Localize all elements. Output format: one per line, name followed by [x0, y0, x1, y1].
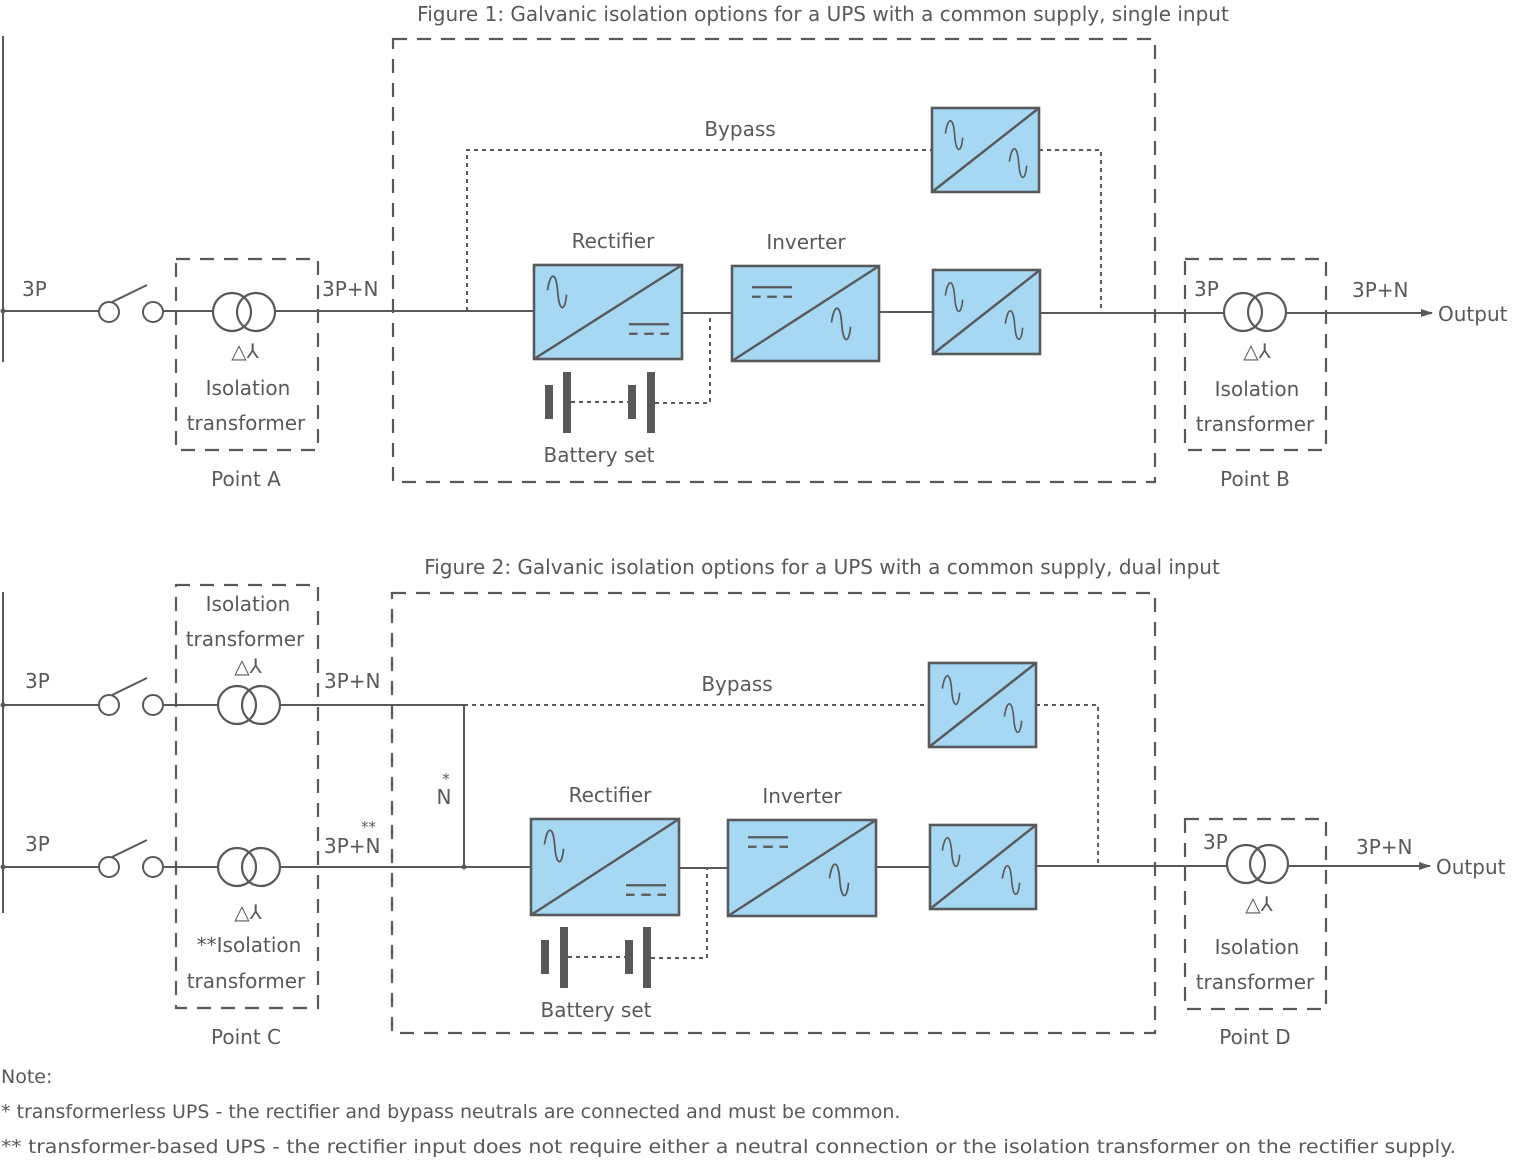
point-b-input-label: 3P [1194, 277, 1219, 301]
rectifier-label: Rectifier [572, 229, 656, 253]
battery-set-icon [545, 313, 711, 433]
point-c-bottom-label-line1: **Isolation [197, 933, 302, 957]
bottom-phase-label: 3P+N [324, 834, 381, 858]
rectifier-block [532, 263, 684, 361]
notes: Note: * transformerless UPS - the rectif… [1, 1066, 1456, 1158]
circuit-breaker-switch-bottom [98, 839, 164, 878]
three-phase-neutral-label: 3P+N [322, 277, 379, 301]
inverter-block [730, 264, 881, 363]
ups-enclosure-box [391, 37, 1157, 484]
figure-1: Figure 1: Galvanic isolation options for… [0, 2, 1508, 491]
delta-wye-symbol: △⅄ [234, 654, 262, 678]
point-b-caption: Point B [1220, 467, 1290, 491]
battery-set-icon [541, 868, 708, 988]
delta-wye-symbol: △⅄ [231, 339, 259, 363]
figure-2: Figure 2: Galvanic isolation options for… [0, 555, 1506, 1049]
point-b-label-line2: transformer [1196, 412, 1315, 436]
transformer-icon [1222, 291, 1288, 333]
output-label: Output [1436, 855, 1506, 879]
note-item: * transformerless UPS - the rectifier an… [1, 1101, 900, 1123]
point-c-box [174, 583, 320, 1010]
input-bottom-label: 3P [25, 832, 50, 856]
bypass-switch-converter [930, 106, 1041, 194]
note-item: ** transformer-based UPS - the rectifier… [1, 1136, 1456, 1158]
point-d-label-line2: transformer [1196, 970, 1315, 994]
point-a-label-line1: Isolation [206, 376, 291, 400]
transformer-icon [1225, 843, 1290, 885]
point-a-caption: Point A [211, 467, 281, 491]
bypass-line [1039, 149, 1102, 312]
point-c-caption: Point C [211, 1025, 281, 1049]
circuit-breaker-switch [98, 284, 164, 323]
figure-1-title: Figure 1: Galvanic isolation options for… [417, 2, 1229, 26]
point-c-top-label-line2: transformer [186, 627, 305, 651]
battery-set-label: Battery set [544, 443, 655, 467]
delta-wye-symbol: △⅄ [1245, 892, 1273, 916]
output-phase-label: 3P+N [1352, 278, 1409, 302]
point-b-label-line1: Isolation [1215, 377, 1300, 401]
note-heading: Note: [1, 1066, 52, 1088]
delta-wye-symbol: △⅄ [234, 900, 262, 924]
input-top-label: 3P [25, 669, 50, 693]
rectifier-block [529, 817, 681, 917]
rectifier-label: Rectifier [569, 783, 653, 807]
output-label: Output [1438, 302, 1508, 326]
battery-set-label: Battery set [541, 998, 652, 1022]
point-d-label-line1: Isolation [1215, 935, 1300, 959]
bypass-line [466, 149, 932, 311]
bypass-label: Bypass [704, 117, 775, 141]
output-phase-label: 3P+N [1356, 835, 1413, 859]
static-switch-converter [931, 268, 1042, 356]
static-switch-converter [928, 823, 1038, 911]
bypass-switch-converter [927, 661, 1038, 749]
point-c-top-label-line1: Isolation [206, 592, 291, 616]
point-a-label-line2: transformer [187, 411, 306, 435]
point-d-input-label: 3P [1203, 830, 1228, 854]
footnote-mark-double: ** [361, 818, 377, 836]
bypass-label: Bypass [701, 672, 772, 696]
neutral-junction [461, 864, 467, 870]
inverter-label: Inverter [762, 784, 842, 808]
neutral-label: N [437, 785, 452, 809]
top-phase-label: 3P+N [324, 669, 381, 693]
point-c-bottom-label-line2: transformer [187, 969, 306, 993]
input-label: 3P [22, 277, 47, 301]
delta-wye-symbol: △⅄ [1243, 339, 1271, 363]
footnote-mark-single: * [442, 770, 450, 788]
circuit-breaker-switch-top [98, 677, 164, 716]
point-d-caption: Point D [1219, 1025, 1290, 1049]
inverter-block [726, 818, 878, 918]
inverter-label: Inverter [766, 230, 846, 254]
ups-enclosure-box [390, 591, 1157, 1035]
transformer-icon [211, 291, 277, 333]
bypass-line [1036, 704, 1099, 866]
transformer-icon-top [216, 684, 282, 726]
transformer-icon-bottom [216, 846, 282, 888]
figure-2-title: Figure 2: Galvanic isolation options for… [424, 555, 1220, 579]
